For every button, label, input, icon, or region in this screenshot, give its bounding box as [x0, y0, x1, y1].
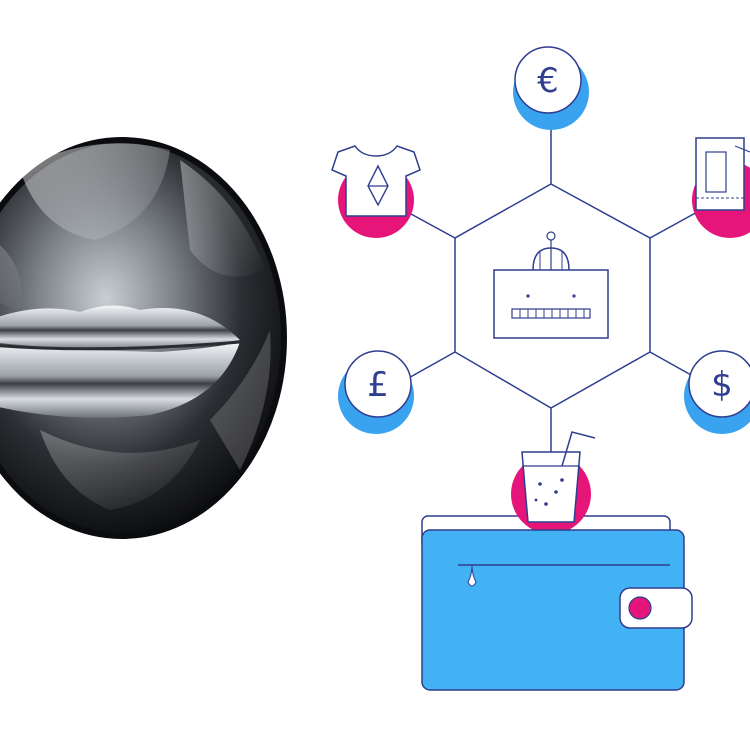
- dollar-symbol: $: [711, 365, 733, 405]
- pound-symbol: £: [367, 365, 389, 405]
- euro-coin-icon: €: [513, 46, 589, 130]
- ticket-icon: [692, 137, 750, 238]
- tshirt-ethereum-icon: [331, 145, 421, 238]
- pound-coin-icon: £: [338, 350, 414, 434]
- chrome-lips-sphere-icon: [0, 137, 287, 539]
- drink-cup-icon: [511, 431, 596, 534]
- wallet-clasp: [619, 587, 693, 629]
- robot-hub-icon: [454, 183, 651, 409]
- wallet-icon: [421, 431, 693, 691]
- dollar-coin-icon: $: [684, 350, 750, 434]
- euro-symbol: €: [537, 61, 559, 101]
